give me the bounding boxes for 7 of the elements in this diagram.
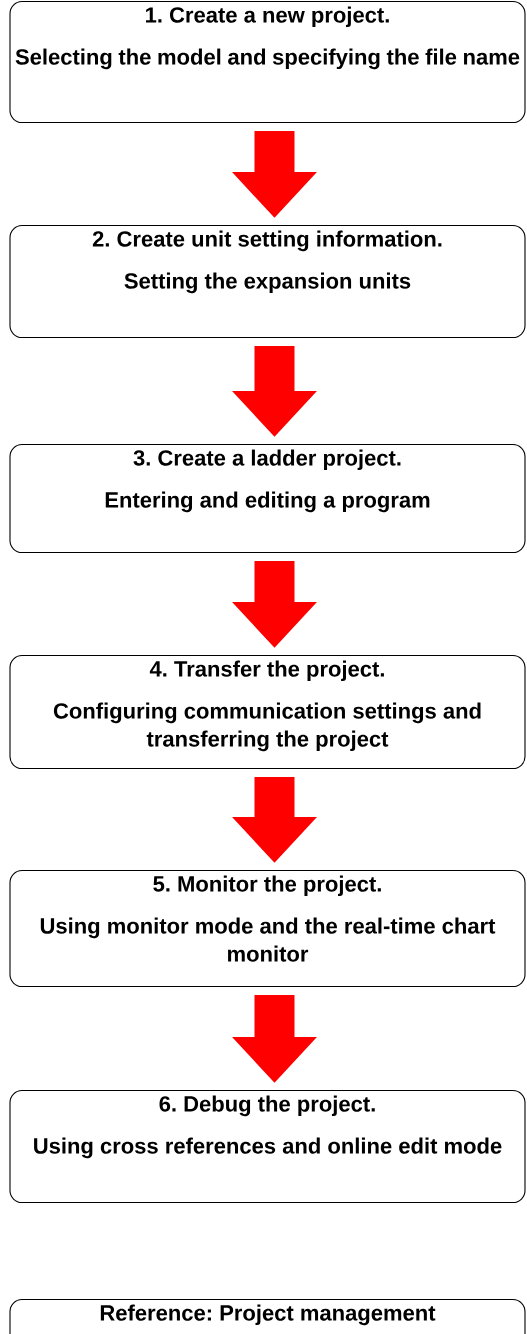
step-box: 1. Create a new project. Selecting the model and specifying the file name <box>9 1 526 124</box>
step-box: 5. Monitor the project. Using monitor mode and the real-time chart monitor <box>9 870 526 988</box>
step-box: 4. Transfer the project. Configuring communication settings and transferring the project <box>9 655 526 770</box>
step-box: 3. Create a ladder project. Entering and editing a program <box>9 444 526 554</box>
step-box: 2. Create unit setting information. Setting the expansion units <box>9 225 526 339</box>
step-box: 6. Debug the project. Using cross references and online edit mode <box>9 1090 526 1204</box>
step-box: Reference: Project management <box>9 1299 526 1334</box>
